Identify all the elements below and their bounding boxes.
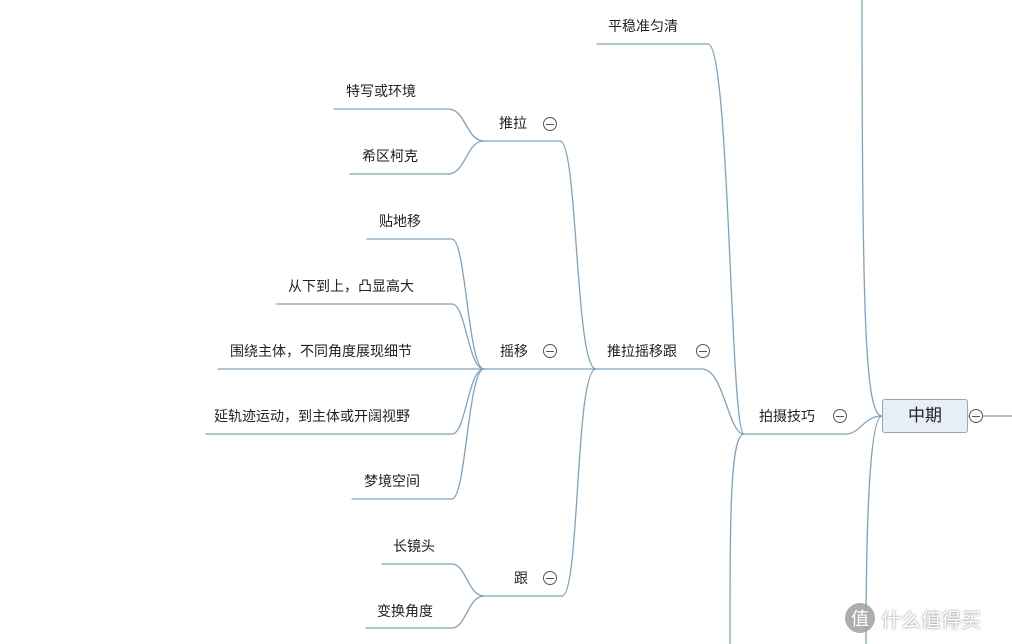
follow-item-0[interactable]: 长镜头 bbox=[393, 539, 435, 555]
pan-move-item-0[interactable]: 贴地移 bbox=[379, 214, 421, 230]
watermark: 值 什么值得买 bbox=[845, 600, 981, 636]
push-pull-collapse-icon[interactable] bbox=[543, 117, 557, 131]
connector-panmove-0 bbox=[366, 238, 485, 370]
push-pull-item-0[interactable]: 特写或环境 bbox=[346, 84, 416, 100]
root-collapse-icon[interactable] bbox=[969, 409, 983, 423]
connector-techniques-stable bbox=[596, 43, 745, 435]
follow-collapse-icon[interactable] bbox=[543, 571, 557, 585]
push-pan-follow-collapse-icon[interactable] bbox=[696, 344, 710, 358]
pan-move-item-4[interactable]: 梦境空间 bbox=[364, 474, 420, 490]
connector-root-techniques bbox=[743, 415, 883, 435]
connector-follow-1 bbox=[365, 595, 485, 629]
connector-ppf-follow bbox=[483, 368, 597, 597]
connector-panmove-1 bbox=[276, 303, 485, 370]
connector-techniques-down bbox=[729, 433, 745, 644]
follow-node[interactable]: 跟 bbox=[514, 571, 528, 587]
root-node[interactable]: 中期 bbox=[882, 399, 968, 433]
pan-move-item-2[interactable]: 围绕主体，不同角度展现细节 bbox=[230, 344, 412, 360]
connector-ppf-pushpull bbox=[483, 140, 597, 370]
push-pan-follow-node[interactable]: 推拉摇移跟 bbox=[607, 344, 677, 360]
pan-move-collapse-icon[interactable] bbox=[543, 344, 557, 358]
follow-item-1[interactable]: 变换角度 bbox=[377, 604, 433, 620]
connector-pushpull-1 bbox=[349, 140, 485, 175]
push-pull-item-1[interactable]: 希区柯克 bbox=[362, 149, 418, 165]
pan-move-item-1[interactable]: 从下到上，凸显高大 bbox=[288, 279, 414, 295]
pan-move-item-3[interactable]: 延轨迹运动，到主体或开阔视野 bbox=[214, 409, 410, 425]
techniques-collapse-icon[interactable] bbox=[833, 409, 847, 423]
watermark-logo-icon: 值 bbox=[845, 603, 875, 633]
techniques-node[interactable]: 拍摄技巧 bbox=[759, 409, 815, 425]
stable-node[interactable]: 平稳准匀清 bbox=[608, 19, 678, 35]
connector-pushpull-0 bbox=[333, 108, 485, 142]
push-pull-node[interactable]: 推拉 bbox=[499, 116, 527, 132]
connector-panmove-3 bbox=[205, 368, 485, 435]
watermark-text: 什么值得买 bbox=[881, 607, 981, 632]
connector-root-top bbox=[861, 0, 883, 417]
pan-move-node[interactable]: 摇移 bbox=[500, 344, 528, 360]
connector-root-bottom bbox=[865, 415, 883, 644]
connector-follow-0 bbox=[381, 563, 485, 597]
connector-techniques-ppf bbox=[595, 368, 745, 435]
connector-panmove-4 bbox=[351, 368, 485, 500]
